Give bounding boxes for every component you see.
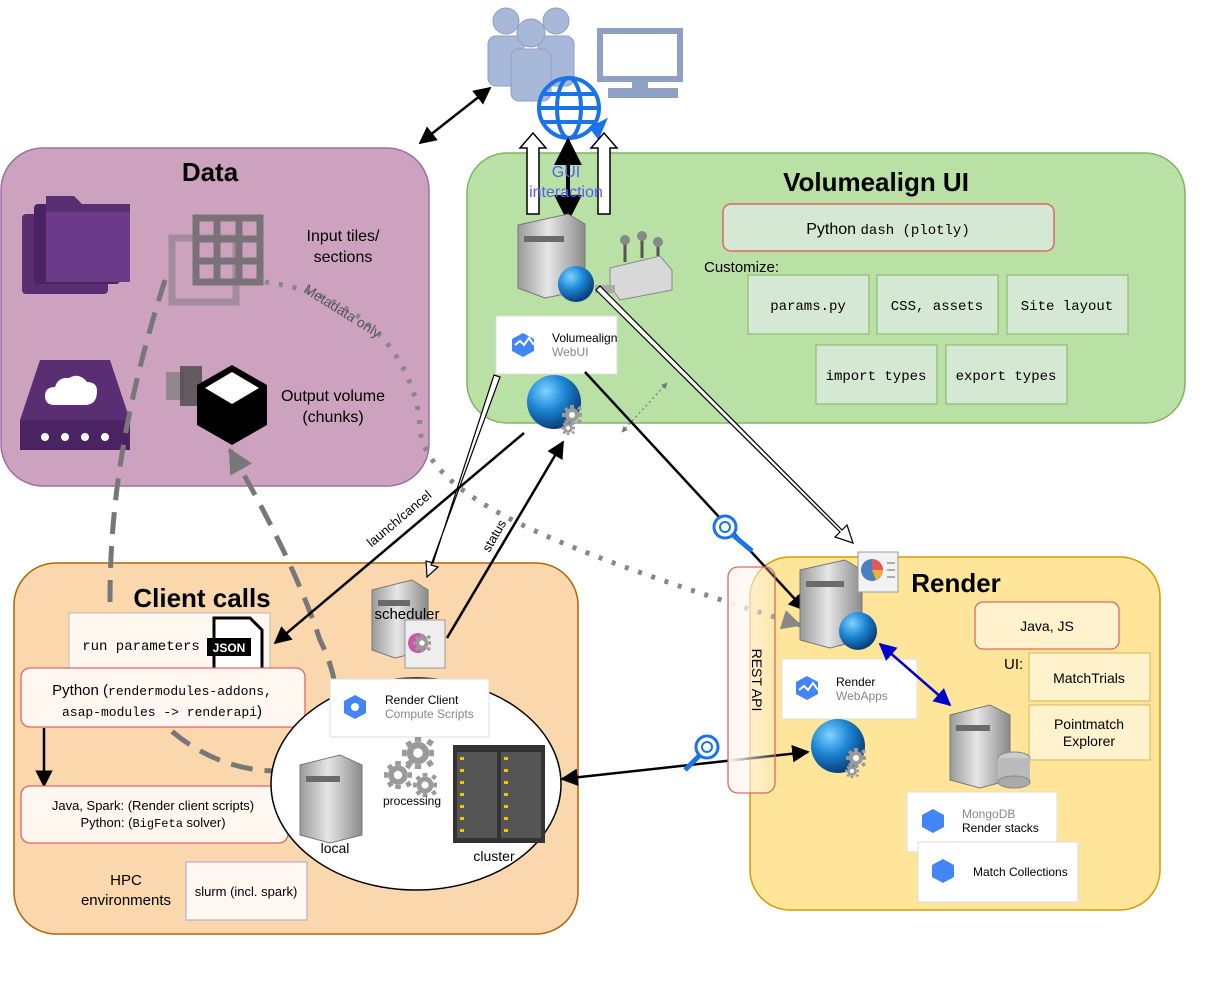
web-globe-icon	[537, 76, 608, 140]
render-server-icon	[799, 559, 877, 650]
pointmatch-explorer-box	[1028, 704, 1151, 761]
custom-box-css-label: CSS, assets	[891, 299, 983, 315]
folders-icon	[22, 196, 130, 294]
custom-box-layout-label: Site layout	[1021, 299, 1113, 315]
mongodb-sub: Render stacks	[962, 821, 1039, 835]
data-flow-loop	[107, 279, 340, 774]
run-parameters-label: run parameters	[82, 639, 200, 655]
render-report-icon	[857, 551, 899, 593]
webui-card: Volumealign WebUI	[495, 315, 618, 375]
gui-interaction-arrows	[518, 131, 619, 215]
scheduler-server-icon	[371, 579, 446, 669]
match-trials-box	[1028, 652, 1151, 702]
java-js-box	[974, 601, 1120, 650]
data-title: Data	[182, 157, 239, 187]
json-file-icon: JSON	[207, 616, 264, 680]
python-client-line-1: Python (rendermodules-addons,	[52, 682, 272, 699]
render-client-title: Render Client	[385, 693, 459, 707]
custom-box-params: params.py	[747, 274, 870, 335]
custom-box-params-label: params.py	[770, 299, 846, 315]
customize-label: Customize:	[704, 259, 779, 276]
slurm-box: slurm (incl. spark)	[185, 861, 308, 921]
rest-api-box	[727, 566, 776, 794]
cluster-rack-icon	[453, 745, 545, 843]
rest-api-label: REST API	[749, 649, 765, 712]
webui-sub: WebUI	[552, 345, 588, 359]
gui-label-1: GUI	[552, 164, 580, 181]
scheduler-label: scheduler	[374, 606, 439, 623]
launch-cancel-arrow	[273, 432, 525, 645]
output-volume-label-2: (chunks)	[302, 409, 363, 426]
status-label: status	[479, 517, 510, 555]
computer-icon	[597, 28, 683, 98]
plugin-icon	[595, 231, 673, 301]
python-client-line-2: asap-modules -> renderapi)	[62, 703, 262, 720]
users-data-arrow	[418, 86, 492, 145]
python-client-box: Python (rendermodules-addons, asap-modul…	[20, 667, 306, 728]
custom-box-layout: Site layout	[1006, 274, 1129, 335]
java-js-label: Java, JS	[1020, 618, 1074, 634]
ui-server-icon	[517, 213, 594, 302]
bigfeta-line: Python: (BigFeta solver)	[80, 815, 225, 831]
match-trials-label: MatchTrials	[1053, 670, 1125, 686]
gui-label-2: interaction	[529, 184, 603, 201]
custom-box-css: CSS, assets	[876, 274, 999, 335]
volumealign-ui-title: Volumealign UI	[783, 167, 969, 197]
input-tiles-label-2: sections	[314, 249, 373, 266]
slurm-label: slurm (incl. spark)	[195, 884, 298, 899]
ui-render-hollow-arrow	[595, 285, 854, 544]
status-arrow	[445, 440, 565, 639]
json-label: JSON	[213, 641, 246, 655]
webapps-title: Render	[836, 675, 875, 689]
db-server-icon	[949, 704, 1031, 789]
match-collections-card: Match Collections	[917, 841, 1079, 903]
tiles-grid-icon	[168, 214, 264, 306]
render-compute-globe-icon	[811, 719, 866, 778]
mongodb-title: MongoDB	[962, 807, 1015, 821]
java-spark-box: Java, Spark: (Render client scripts) Pyt…	[20, 785, 289, 844]
client-calls-title: Client calls	[133, 583, 270, 613]
cloud-storage-icon	[20, 360, 130, 450]
custom-box-import: import types	[815, 344, 938, 405]
webapps-sub: WebApps	[836, 689, 888, 703]
custom-box-import-label: import types	[826, 369, 927, 385]
local-label: local	[321, 840, 350, 856]
processing-label: processing	[383, 794, 441, 808]
python-dash-box	[722, 203, 1055, 252]
custom-box-export: export types	[945, 344, 1068, 405]
volume-chunks-icon	[166, 365, 267, 445]
render-client-sub: Compute Scripts	[385, 707, 474, 721]
hpc-label-1: HPC	[110, 872, 142, 889]
render-db-arrow	[878, 642, 952, 707]
search-icon-upper	[712, 514, 754, 553]
pointmatch-label-2: Explorer	[1063, 733, 1115, 749]
render-client-card: Render Client Compute Scripts	[329, 678, 490, 738]
webui-title: Volumealign	[552, 331, 617, 345]
input-tiles-label-1: Input tiles/	[307, 228, 380, 245]
custom-box-export-label: export types	[956, 369, 1057, 385]
python-dash-label: Python dash (plotly)	[806, 221, 969, 239]
match-collections-label: Match Collections	[973, 865, 1068, 879]
render-webapps-card: Render WebApps	[781, 658, 918, 720]
ui-scheduler-hollow-arrow	[425, 374, 501, 579]
ui-compute-globe-icon	[527, 375, 582, 435]
ui-render-dotted-link	[621, 382, 668, 433]
pointmatch-label-1: Pointmatch	[1054, 716, 1124, 732]
users-icon	[487, 7, 575, 102]
hpc-label-2: environments	[81, 892, 171, 909]
search-icon-lower	[683, 734, 720, 772]
render-ui-label: UI:	[1004, 656, 1023, 673]
output-volume-label-1: Output volume	[281, 388, 385, 405]
cluster-label: cluster	[473, 848, 515, 864]
local-server-icon	[299, 754, 363, 844]
render-title: Render	[911, 568, 1001, 598]
java-spark-line: Java, Spark: (Render client scripts)	[52, 798, 254, 813]
